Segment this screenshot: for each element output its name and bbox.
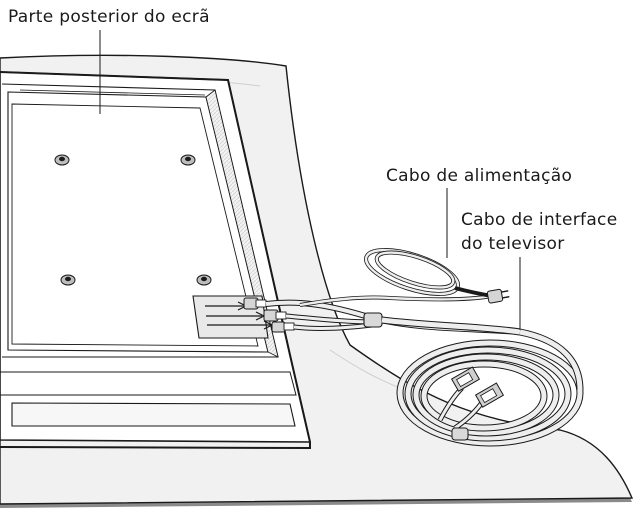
screw-hole-top-right (180, 154, 196, 166)
tv-interface-cable (265, 299, 521, 336)
tv-interface-cable-label-line2: do televisor (461, 234, 565, 254)
screw-hole-bottom-right (196, 274, 212, 286)
power-cable-label: Cabo de alimentação (386, 166, 573, 186)
cable-coil (396, 328, 584, 447)
coil-cable-ends (437, 366, 505, 441)
power-cable (299, 248, 510, 307)
cable-plugs (243, 297, 295, 333)
tv-interface-cable-label-line1: Cabo de interface (461, 210, 618, 230)
screen-back-label: Parte posterior do ecrã (8, 7, 210, 27)
power-plug (486, 288, 510, 304)
screw-holes (54, 154, 212, 286)
screw-hole-top-left (54, 154, 70, 166)
leader-lines (99, 30, 521, 330)
screw-hole-bottom-left (60, 274, 76, 286)
monitor-rear-panel (0, 71, 312, 450)
